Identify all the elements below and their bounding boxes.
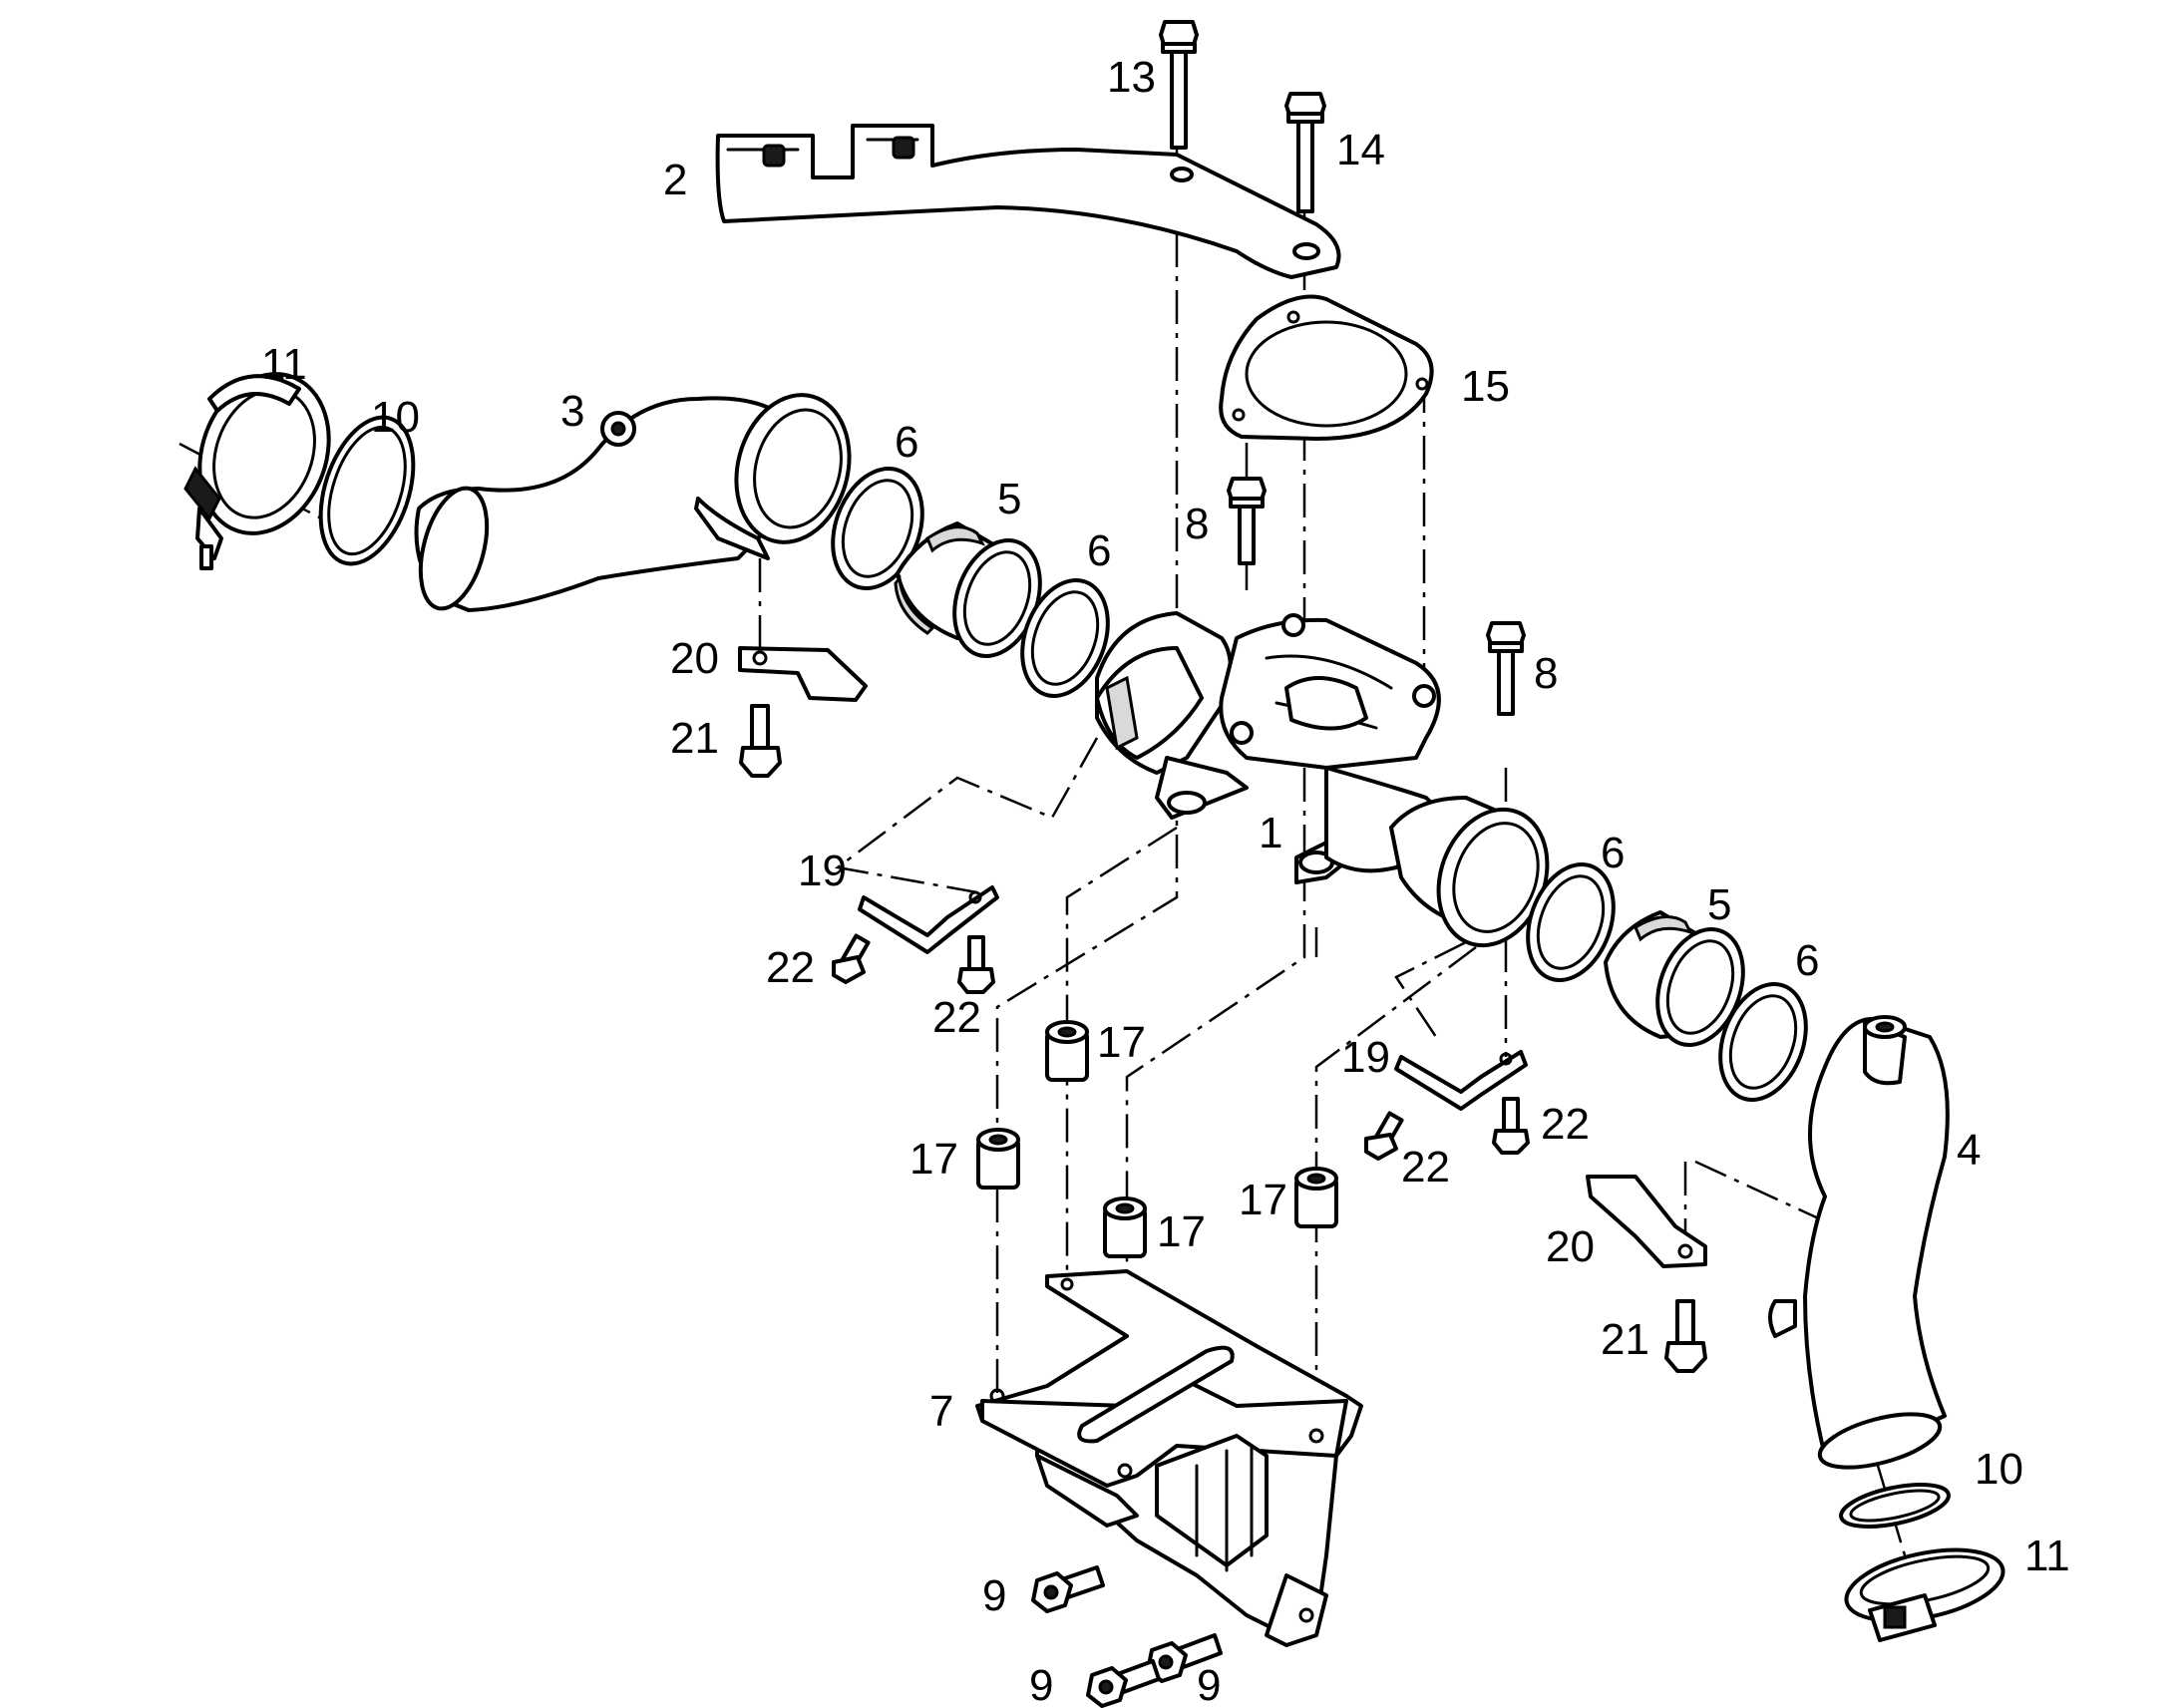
lower-bracket xyxy=(975,1269,1363,1647)
callout-22: 22 xyxy=(1401,1143,1450,1192)
callout-6: 6 xyxy=(1795,936,1819,985)
callout-19: 19 xyxy=(798,847,847,895)
callout-5: 5 xyxy=(1707,880,1731,929)
elbow-duct-left xyxy=(414,393,852,612)
bracket-19-left xyxy=(858,885,999,954)
bolt-8-left xyxy=(1227,477,1267,565)
callout-13: 13 xyxy=(1107,53,1156,102)
callout-8: 8 xyxy=(1185,500,1209,548)
gasket-6-left-a xyxy=(831,466,924,591)
bracket-20-left xyxy=(738,646,868,702)
callout-17: 17 xyxy=(1157,1207,1206,1256)
callout-21: 21 xyxy=(670,714,719,763)
callout-11: 11 xyxy=(2024,1532,2070,1580)
oring-left xyxy=(318,415,416,566)
callout-22: 22 xyxy=(1541,1100,1590,1149)
callout-22: 22 xyxy=(766,943,815,992)
central-manifold xyxy=(1095,611,1550,948)
bolt-22-a xyxy=(832,933,871,984)
bolt-21-right xyxy=(1664,1299,1707,1373)
callout-17: 17 xyxy=(1239,1176,1287,1224)
coupler-5-left xyxy=(894,521,1042,659)
callout-20: 20 xyxy=(1546,1222,1595,1271)
bolt-8-right xyxy=(1486,621,1526,716)
callout-9: 9 xyxy=(1029,1661,1053,1708)
callout-21: 21 xyxy=(1601,1315,1649,1364)
callout-19: 19 xyxy=(1341,1033,1390,1082)
bolt-22-b xyxy=(957,935,995,994)
callout-1: 1 xyxy=(1259,809,1282,857)
callout-6: 6 xyxy=(895,418,918,467)
oring-right xyxy=(1839,1483,1951,1529)
bolt-22-c xyxy=(1364,1111,1404,1161)
vband-clamp-left xyxy=(183,372,331,570)
bracket-20-right xyxy=(1586,1175,1707,1268)
gasket-6-right-b xyxy=(1718,981,1808,1103)
callout-6: 6 xyxy=(1601,829,1625,877)
upper-bracket xyxy=(715,124,1341,279)
callout-20: 20 xyxy=(670,634,719,683)
bolt-9-a xyxy=(1031,1565,1105,1613)
callout-3: 3 xyxy=(560,387,584,436)
spacer-17-d xyxy=(1294,1167,1338,1228)
callout-14: 14 xyxy=(1336,126,1385,174)
callout-4: 4 xyxy=(1957,1126,1981,1175)
gasket-15 xyxy=(1219,294,1434,441)
gasket-6-left-b xyxy=(1020,577,1110,699)
nut-icon xyxy=(892,136,915,160)
bolt-22-d xyxy=(1492,1097,1530,1155)
callout-10: 10 xyxy=(1975,1445,2023,1494)
bolt-21-left xyxy=(739,704,782,778)
bolt-9-c xyxy=(1086,1659,1161,1708)
callout-17: 17 xyxy=(909,1135,958,1184)
callout-15: 15 xyxy=(1461,362,1510,411)
nut-icon xyxy=(762,144,786,168)
bolt-14 xyxy=(1284,92,1326,213)
callout-11: 11 xyxy=(261,340,307,389)
callout-22: 22 xyxy=(932,993,981,1042)
callout-9: 9 xyxy=(1197,1661,1221,1708)
vband-clamp-right xyxy=(1844,1547,2005,1642)
spacer-17-a xyxy=(1045,1020,1089,1082)
callout-17: 17 xyxy=(1097,1018,1146,1067)
callout-5: 5 xyxy=(997,475,1021,523)
callout-7: 7 xyxy=(929,1387,953,1436)
callout-6: 6 xyxy=(1087,526,1111,575)
bolt-13 xyxy=(1159,20,1199,150)
spacer-17-c xyxy=(1103,1196,1147,1258)
callout-2: 2 xyxy=(663,156,687,204)
callout-10: 10 xyxy=(371,393,420,442)
gasket-6-right-a xyxy=(1526,861,1616,983)
down-duct-right xyxy=(1768,1015,1950,1470)
callout-labels: 1 2 3 4 5 5 6 6 6 6 7 8 8 9 9 9 10 10 11… xyxy=(261,53,2070,1708)
callout-9: 9 xyxy=(982,1571,1006,1620)
bracket-19-right xyxy=(1394,1050,1528,1111)
coupler-5-right xyxy=(1604,910,1745,1048)
spacer-17-b xyxy=(976,1128,1020,1190)
callout-8: 8 xyxy=(1534,649,1558,698)
